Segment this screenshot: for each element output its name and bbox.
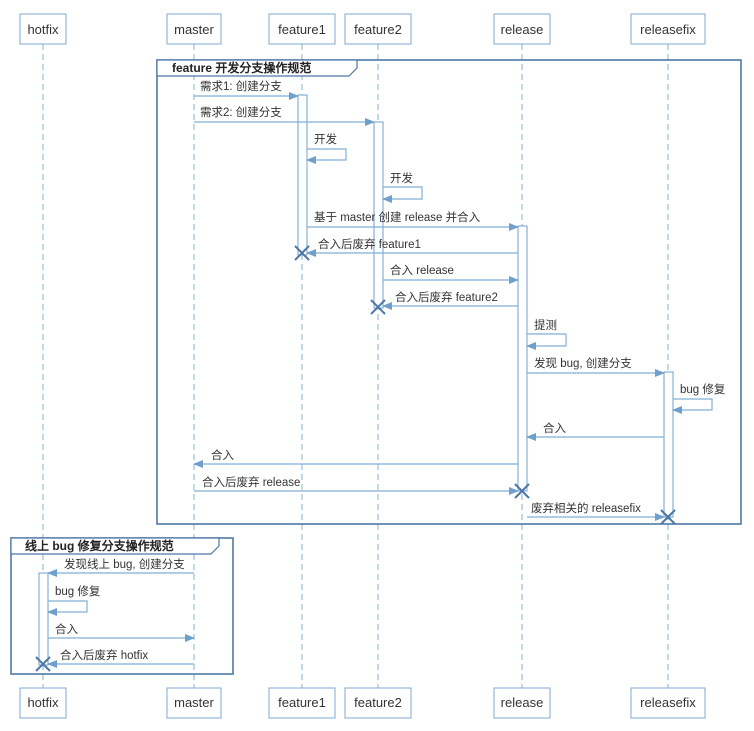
- activation-feature1: [297, 94, 308, 256]
- svg-text:release: release: [501, 22, 544, 37]
- participant-release[interactable]: release: [493, 13, 551, 45]
- message-self-arrow: [672, 398, 713, 414]
- hotfix-messages: 发现线上 bug, 创建分支 bug 修复 合入 合入后废弃 hotfix: [35, 557, 195, 672]
- activation-releasefix: [663, 371, 674, 518]
- message-label: 合入: [55, 622, 78, 636]
- participants-top: hotfix master feature1 feature2 release …: [19, 13, 706, 45]
- svg-text:releasefix: releasefix: [640, 22, 696, 37]
- participants-bottom: hotfix master feature1 feature2 release …: [19, 687, 706, 719]
- svg-text:releasefix: releasefix: [640, 695, 696, 710]
- message-label: 需求2: 创建分支: [200, 105, 282, 119]
- svg-text:hotfix: hotfix: [27, 695, 59, 710]
- feature-frame-title: feature 开发分支操作规范: [172, 60, 311, 75]
- feature-messages: 需求1: 创建分支 需求2: 创建分支 开发 开发 基于 master 创建 r…: [193, 79, 726, 525]
- message-label: 开发: [390, 171, 413, 185]
- message-label: 发现 bug, 创建分支: [534, 356, 632, 370]
- message-label: 合入: [543, 421, 566, 435]
- message-label: 需求1: 创建分支: [200, 79, 282, 93]
- participant-master-bottom[interactable]: master: [166, 687, 222, 719]
- message-label: 合入后废弃 hotfix: [60, 648, 148, 662]
- participant-feature2[interactable]: feature2: [344, 13, 412, 45]
- message-label: 提测: [534, 318, 557, 332]
- message-label: 合入后废弃 feature2: [395, 290, 498, 304]
- message-self-arrow: [306, 148, 347, 164]
- destroy-mark-feature2: [370, 299, 386, 315]
- destroy-mark-hotfix: [35, 656, 51, 672]
- message-label: bug 修复: [55, 584, 101, 598]
- participant-release-bottom[interactable]: release: [493, 687, 551, 719]
- hotfix-frame-title: 线上 bug 修复分支操作规范: [25, 538, 174, 553]
- participant-feature2-bottom[interactable]: feature2: [344, 687, 412, 719]
- message-label: 开发: [314, 132, 337, 146]
- activation-release: [517, 225, 528, 492]
- participant-feature1[interactable]: feature1: [268, 13, 336, 45]
- participant-releasefix[interactable]: releasefix: [630, 13, 706, 45]
- feature-frame-border: [156, 59, 742, 525]
- hotfix-frame: 线上 bug 修复分支操作规范: [10, 537, 234, 675]
- message-label: 基于 master 创建 release 并合入: [314, 210, 481, 224]
- message-label: 合入 release: [390, 263, 454, 277]
- message-label: 发现线上 bug, 创建分支: [64, 557, 185, 571]
- message-self-arrow: [47, 600, 88, 616]
- participant-releasefix-bottom[interactable]: releasefix: [630, 687, 706, 719]
- activations: [38, 94, 674, 666]
- message-label: 合入: [211, 448, 234, 462]
- hotfix-frame-tab: [10, 537, 220, 555]
- svg-text:feature1: feature1: [278, 695, 326, 710]
- feature-frame: feature 开发分支操作规范: [156, 59, 742, 525]
- svg-text:release: release: [501, 695, 544, 710]
- svg-text:master: master: [174, 695, 214, 710]
- destroy-mark-releasefix: [660, 509, 676, 525]
- message-label: bug 修复: [680, 382, 726, 396]
- svg-text:feature2: feature2: [354, 695, 402, 710]
- svg-text:feature2: feature2: [354, 22, 402, 37]
- destroy-mark-release: [514, 483, 530, 499]
- activation-hotfix: [38, 572, 49, 666]
- svg-text:master: master: [174, 22, 214, 37]
- participant-master[interactable]: master: [166, 13, 222, 45]
- message-label: 合入后废弃 feature1: [318, 237, 421, 251]
- message-self-arrow: [382, 186, 423, 203]
- participant-hotfix-bottom[interactable]: hotfix: [19, 687, 67, 719]
- participant-hotfix[interactable]: hotfix: [19, 13, 67, 45]
- destroy-mark-feature1: [294, 245, 310, 261]
- message-self-arrow: [526, 333, 567, 350]
- message-label: 合入后废弃 release: [202, 475, 300, 489]
- svg-text:hotfix: hotfix: [27, 22, 59, 37]
- message-label: 废弃相关的 releasefix: [531, 501, 641, 515]
- feature-frame-tab: [156, 59, 358, 77]
- svg-text:feature1: feature1: [278, 22, 326, 37]
- participant-feature1-bottom[interactable]: feature1: [268, 687, 336, 719]
